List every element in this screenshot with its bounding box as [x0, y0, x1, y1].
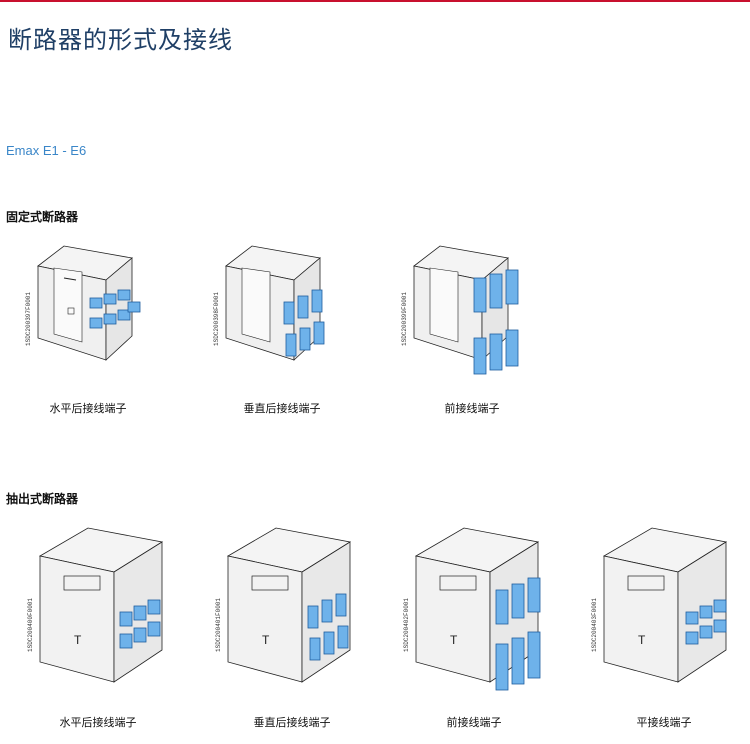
breaker-fixed-front-image: 1SDC200399F0001 [401, 245, 519, 375]
breaker-withdrawable-flat-image: 1SDC200403F0001 T [591, 527, 728, 683]
breaker-fixed-vertical-image: 1SDC200398F0001 [213, 245, 325, 361]
image-code: 1SDC200401F0001 [215, 598, 222, 652]
breaker-withdrawable-vertical-image: 1SDC200401F0001 T [215, 527, 352, 683]
svg-text:T: T [262, 633, 270, 647]
caption-fixed-front: 前接线端子 [444, 402, 500, 415]
image-code: 1SDC200400F0001 [27, 598, 34, 652]
svg-text:T: T [638, 633, 646, 647]
caption-withdrawable-front: 前接线端子 [446, 716, 502, 729]
image-code: 1SDC200398F0001 [213, 292, 220, 346]
product-withdrawable-front: 1SDC200402F0001 T [403, 522, 544, 702]
product-fixed-horizontal: 1SDC200397F0001 [24, 238, 154, 378]
image-code: 1SDC200403F0001 [591, 598, 598, 652]
svg-text:T: T [74, 633, 82, 647]
breaker-withdrawable-front-image: 1SDC200402F0001 T [403, 527, 541, 691]
page-title: 断路器的形式及接线 [8, 26, 233, 54]
caption-withdrawable-horizontal: 水平后接线端子 [59, 716, 137, 729]
svg-text:T: T [450, 633, 458, 647]
breaker-fixed-horizontal-image: 1SDC200397F0001 [25, 245, 141, 361]
product-withdrawable-horizontal: 1SDC200400F0001 T [27, 522, 168, 692]
top-rule [0, 0, 750, 2]
caption-fixed-vertical: 垂直后接线端子 [243, 402, 321, 415]
caption-fixed-horizontal: 水平后接线端子 [49, 402, 127, 415]
image-code: 1SDC200402F0001 [403, 598, 410, 652]
series-label: Emax E1 - E6 [6, 143, 87, 158]
section-title-fixed: 固定式断路器 [6, 210, 79, 224]
caption-withdrawable-flat: 平接线端子 [636, 716, 692, 729]
product-withdrawable-vertical: 1SDC200401F0001 T [215, 522, 356, 692]
product-fixed-vertical: 1SDC200398F0001 [212, 238, 352, 378]
image-code: 1SDC200397F0001 [25, 292, 32, 346]
product-fixed-front: 1SDC200399F0001 [400, 238, 540, 388]
product-withdrawable-flat: 1SDC200403F0001 T [591, 522, 732, 692]
image-code: 1SDC200399F0001 [401, 292, 408, 346]
caption-withdrawable-vertical: 垂直后接线端子 [253, 716, 331, 729]
section-title-withdrawable: 抽出式断路器 [6, 492, 79, 506]
breaker-withdrawable-horizontal-image: 1SDC200400F0001 T [27, 527, 164, 683]
